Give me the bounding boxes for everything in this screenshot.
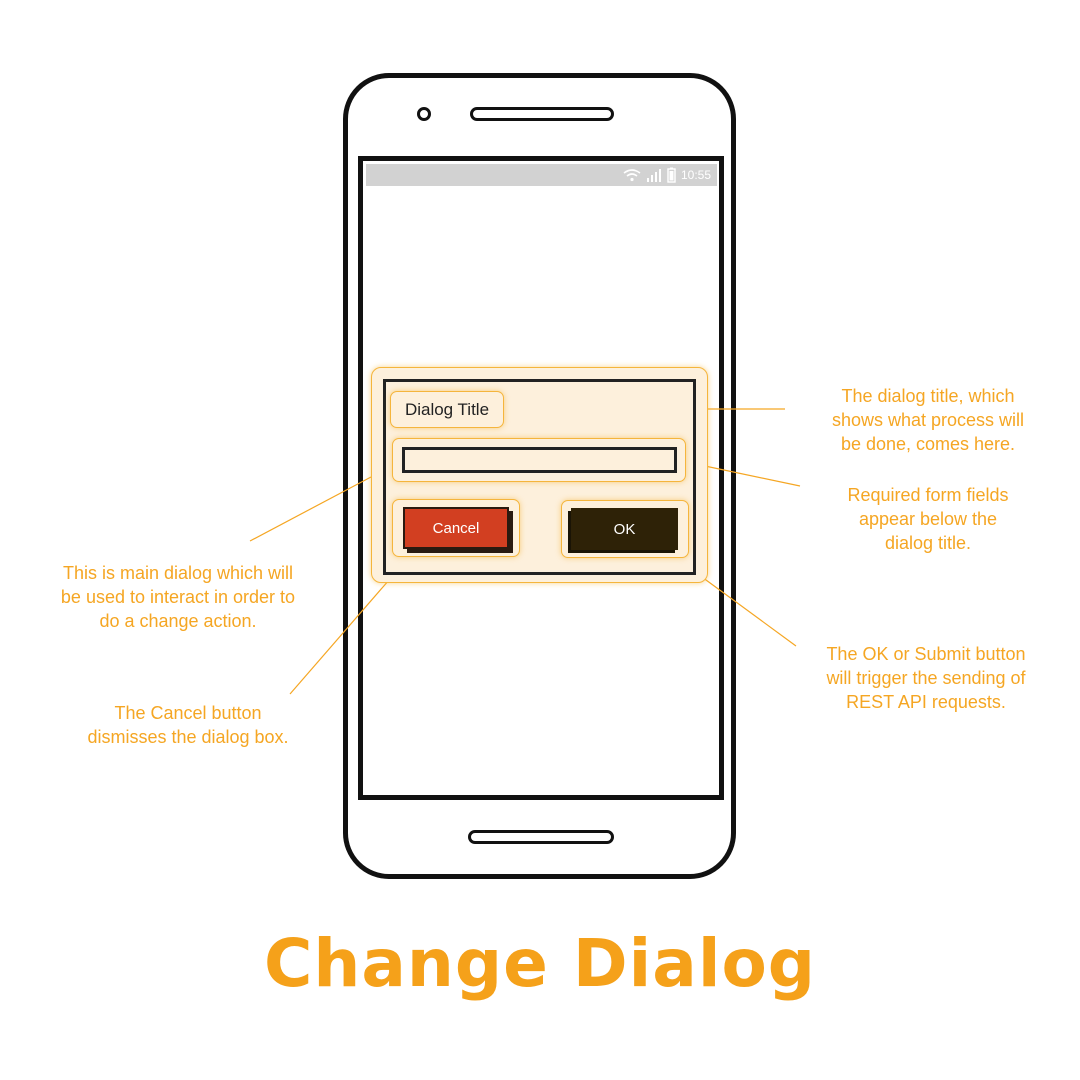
- form-field-input[interactable]: [402, 447, 677, 473]
- cancel-annotation: The Cancel button dismisses the dialog b…: [87, 703, 289, 747]
- wifi-icon: [623, 169, 641, 182]
- form-fields-annotation: Required form fields appear below the di…: [847, 485, 1009, 553]
- battery-icon: [667, 167, 676, 183]
- dialog-connector: [249, 476, 372, 542]
- title-highlight: [390, 391, 504, 428]
- page-title: Change Dialog: [263, 925, 817, 1002]
- dialog-title: Dialog Title: [404, 400, 490, 419]
- camera-icon: [417, 107, 431, 121]
- speaker-grille: [470, 107, 614, 121]
- ok-annotation: The OK or Submit button will trigger the…: [826, 644, 1026, 712]
- status-time: 10:55: [680, 168, 711, 182]
- signal-icon: [646, 169, 661, 182]
- home-button[interactable]: [468, 830, 614, 844]
- cancel-button[interactable]: Cancel: [403, 507, 509, 549]
- title-annotation: The dialog title, which shows what proce…: [831, 386, 1025, 454]
- dialog-box: [383, 379, 696, 575]
- status-bar: 10:55: [366, 164, 717, 186]
- ok-button[interactable]: OK: [571, 508, 678, 550]
- dialog-annotation: This is main dialog which will be used t…: [60, 563, 296, 631]
